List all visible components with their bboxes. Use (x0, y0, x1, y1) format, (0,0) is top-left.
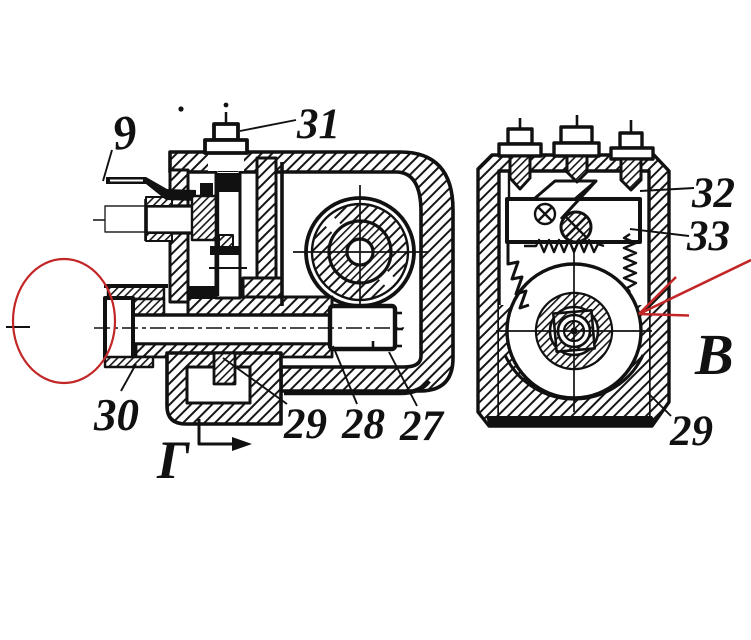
svg-text:Г: Г (156, 430, 190, 490)
svg-text:27: 27 (399, 403, 445, 450)
svg-text:30: 30 (93, 390, 139, 440)
svg-text:29: 29 (283, 401, 327, 448)
svg-text:28: 28 (341, 401, 385, 448)
svg-text:33: 33 (686, 213, 730, 260)
svg-text:29: 29 (669, 408, 713, 455)
svg-text:32: 32 (691, 170, 735, 217)
svg-text:В: В (694, 322, 734, 387)
svg-text:31: 31 (296, 101, 340, 148)
